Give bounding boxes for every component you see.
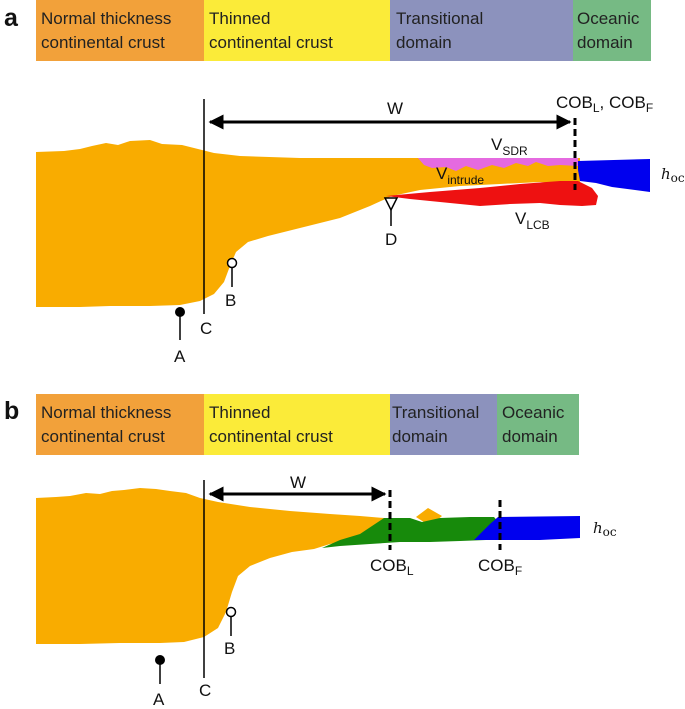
lower-crustal-body — [386, 181, 598, 206]
band-normal-line2-b: continental crust — [41, 427, 165, 446]
vintrude-label: Vintrude — [436, 164, 484, 187]
band-transitional-line1: Transitional — [396, 9, 483, 28]
band-oceanic-line2: domain — [577, 33, 633, 52]
point-a-label-a: A — [174, 347, 186, 366]
point-b-marker-a — [226, 257, 238, 269]
oceanic-crust-a — [578, 159, 650, 192]
band-oceanic-domain-b — [497, 394, 579, 455]
band-normal-line2: continental crust — [41, 33, 165, 52]
w-label-b: W — [290, 473, 306, 492]
point-b-marker-b — [225, 606, 237, 618]
continental-crust-b — [36, 488, 404, 644]
band-thinned-crust — [204, 0, 390, 61]
panel-a: a Normal thickness continental crust Thi… — [4, 0, 685, 366]
point-a-marker-b — [155, 655, 165, 665]
vsdr-label: VSDR — [491, 135, 528, 158]
band-oceanic-line2-b: domain — [502, 427, 558, 446]
hoc-label-b: hoc — [593, 519, 617, 539]
band-normal-line1-b: Normal thickness — [41, 403, 171, 422]
vlcb-label: VLCB — [515, 209, 550, 232]
cob-f-label-b: COBF — [478, 556, 522, 578]
crust-bump-b — [416, 508, 442, 526]
panel-b: b Normal thickness continental crust Thi… — [4, 394, 617, 709]
cob-l-label-b: COBL — [370, 556, 414, 578]
panel-a-label: a — [4, 4, 19, 32]
point-b-label-a: B — [225, 291, 236, 310]
band-transitional-line2: domain — [396, 33, 452, 52]
transitional-body-b — [322, 517, 500, 548]
band-oceanic-domain — [573, 0, 651, 61]
band-normal-crust-b — [36, 394, 204, 455]
band-normal-crust — [36, 0, 204, 61]
hoc-label-a: hoc — [661, 165, 685, 185]
band-thinned-line2: continental crust — [209, 33, 333, 52]
band-transitional-line1-b: Transitional — [392, 403, 479, 422]
band-thinned-crust-b — [204, 394, 390, 455]
band-transitional-domain-b — [390, 394, 497, 455]
point-b-label-b: B — [224, 639, 235, 658]
panel-b-label: b — [4, 397, 19, 425]
band-transitional-line2-b: domain — [392, 427, 448, 446]
point-c-label-b: C — [199, 681, 211, 700]
band-normal-line1: Normal thickness — [41, 9, 171, 28]
cob-label-a: COBL, COBF — [556, 93, 653, 115]
w-label-a: W — [387, 99, 403, 118]
band-oceanic-line1: Oceanic — [577, 9, 640, 28]
point-a-marker-a — [175, 307, 185, 317]
point-c-label-a: C — [200, 319, 212, 338]
band-thinned-line2-b: continental crust — [209, 427, 333, 446]
band-oceanic-line1-b: Oceanic — [502, 403, 565, 422]
sdr-wedge — [418, 158, 578, 171]
continental-crust-a — [36, 140, 580, 307]
band-thinned-line1: Thinned — [209, 9, 270, 28]
band-thinned-line1-b: Thinned — [209, 403, 270, 422]
point-a-label-b: A — [153, 690, 165, 709]
point-d-label: D — [385, 230, 397, 249]
band-transitional-domain — [390, 0, 573, 61]
point-d-marker — [383, 197, 399, 212]
